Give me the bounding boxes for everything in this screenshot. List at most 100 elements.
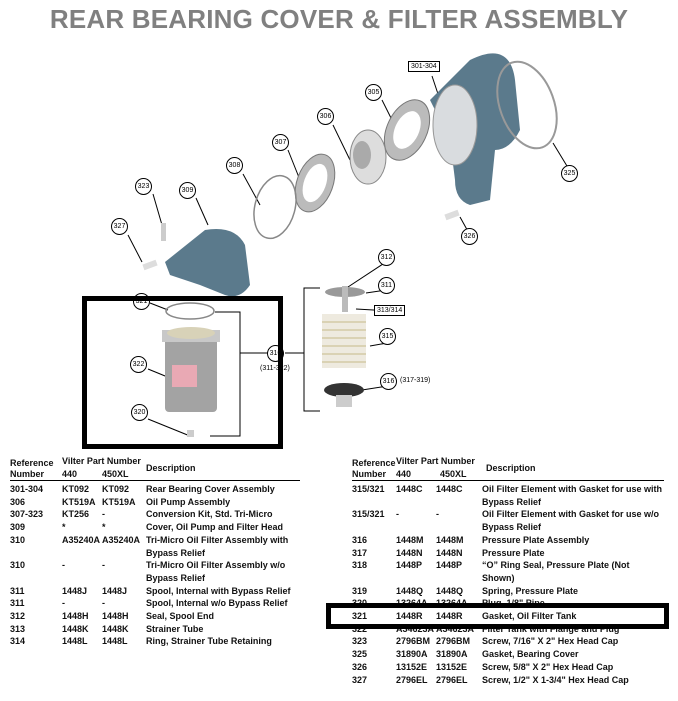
part-450xl-cell: 1448P bbox=[436, 560, 463, 571]
part-440-cell: KT092 bbox=[62, 484, 90, 494]
filter-head-309 bbox=[165, 229, 250, 297]
part-440-cell: - bbox=[62, 598, 65, 609]
table-row: 311--Spool, Internal w/o Bypass Relief bbox=[10, 597, 300, 610]
callout-311-322-range: (311-322) bbox=[260, 365, 290, 372]
part-450xl-cell: 13152E bbox=[436, 661, 468, 672]
header-vilter-part-number: Vilter Part Number bbox=[396, 456, 475, 466]
description-cell: Spool, Internal w/o Bypass Relief bbox=[146, 598, 288, 609]
callout-315: 315 bbox=[379, 328, 396, 345]
callout-308: 308 bbox=[226, 157, 243, 174]
header-440: 440 bbox=[396, 469, 412, 479]
part-450xl-cell: KT092 bbox=[102, 484, 130, 494]
part-440-cell: 1448H bbox=[62, 611, 89, 622]
ref-cell: 314 bbox=[10, 636, 26, 647]
o-ring-308 bbox=[253, 174, 297, 240]
description-cell: Oil Filter Element with Gasket for use w… bbox=[482, 509, 660, 533]
callout-309: 309 bbox=[179, 182, 196, 199]
table-row: 310--Tri-Micro Oil Filter Assembly w/o B… bbox=[10, 559, 300, 584]
ref-cell: 316 bbox=[352, 534, 368, 545]
part-450xl-cell: 2796EL bbox=[436, 674, 468, 685]
parts-table-left: Reference Number Vilter Part Number 440 … bbox=[10, 456, 300, 648]
parts-table-right: Reference Number Vilter Part Number 440 … bbox=[352, 456, 664, 686]
ref-cell: 327 bbox=[352, 674, 368, 685]
description-cell: Ring, Strainer Tube Retaining bbox=[146, 636, 272, 647]
highlight-box-filter-tank bbox=[82, 296, 283, 449]
page-title: REAR BEARING COVER & FILTER ASSEMBLY bbox=[49, 4, 629, 34]
part-440-cell: - bbox=[62, 560, 65, 571]
description-cell: Pressure Plate bbox=[482, 547, 545, 558]
ref-cell: 312 bbox=[10, 611, 26, 622]
part-450xl-cell: - bbox=[102, 509, 105, 520]
part-440-cell: 13152E bbox=[396, 661, 428, 672]
description-cell: Tri-Micro Oil Filter Assembly with Bypas… bbox=[146, 534, 289, 558]
description-cell: Spring, Pressure Plate bbox=[482, 585, 579, 596]
description-cell: Cover, Oil Pump and Filter Head bbox=[146, 522, 284, 533]
callout-325: 325 bbox=[561, 165, 578, 182]
ref-cell: 318 bbox=[352, 560, 368, 571]
part-450xl-cell: * bbox=[102, 522, 106, 533]
description-cell: Gasket, Oil Filter Tank bbox=[482, 611, 577, 622]
table-row: 309**Cover, Oil Pump and Filter Head bbox=[10, 521, 300, 534]
part-440-cell: 1448N bbox=[396, 547, 423, 558]
part-440-cell: 1448J bbox=[62, 585, 88, 596]
callout-327: 327 bbox=[111, 218, 128, 235]
filter-tank-322 bbox=[162, 327, 220, 437]
part-440-cell: 1448K bbox=[62, 623, 89, 634]
description-cell: Screw, 1/2" X 1-3/4" Hex Head Cap bbox=[482, 674, 629, 685]
header-description: Description bbox=[486, 463, 536, 473]
header-description: Description bbox=[146, 463, 196, 473]
callout-320: 320 bbox=[131, 404, 148, 421]
description-cell: Pressure Plate Assembly bbox=[482, 534, 590, 545]
highlight-box-row-322 bbox=[326, 603, 669, 629]
ref-cell: 306 bbox=[10, 496, 26, 507]
part-450xl-cell: 1448M bbox=[436, 534, 464, 545]
ref-cell: 321 bbox=[352, 611, 368, 622]
part-450xl-cell: 1448J bbox=[102, 585, 128, 596]
description-cell: Screw, 7/16" X 2" Hex Head Cap bbox=[482, 636, 619, 647]
callout-322: 322 bbox=[130, 356, 147, 373]
ref-cell: 301-304 bbox=[10, 484, 44, 494]
part-440-cell: 1448R bbox=[396, 611, 423, 622]
callout-317-319-range: (317-319) bbox=[400, 377, 431, 384]
header-vilter-part-number: Vilter Part Number bbox=[62, 456, 141, 466]
callout-306: 306 bbox=[317, 108, 334, 125]
description-cell: “O” Ring Seal, Pressure Plate (Not Shown… bbox=[482, 560, 630, 583]
ref-cell: 319 bbox=[352, 585, 368, 596]
header-440: 440 bbox=[62, 469, 78, 479]
ref-cell: 310 bbox=[10, 560, 26, 571]
header-reference: Reference bbox=[352, 458, 396, 468]
ref-cell: 317 bbox=[352, 547, 368, 558]
ref-cell: 310 bbox=[10, 534, 26, 545]
callout-305: 305 bbox=[365, 84, 382, 101]
header-450xl: 450XL bbox=[102, 469, 129, 479]
part-450xl-cell: 31890A bbox=[436, 649, 468, 660]
ref-cell: 311 bbox=[10, 598, 25, 609]
callout-311: 311 bbox=[378, 277, 395, 294]
part-440-cell: 1448C bbox=[396, 484, 423, 494]
callout-316: 316 bbox=[380, 373, 397, 390]
table-row: 315/321--Oil Filter Element with Gasket … bbox=[352, 508, 664, 533]
ref-cell: 309 bbox=[10, 522, 26, 533]
callout-312: 312 bbox=[378, 249, 395, 266]
table-header: Reference Number Vilter Part Number 440 … bbox=[352, 456, 664, 481]
header-number: Number bbox=[10, 469, 45, 479]
callout-307: 307 bbox=[272, 134, 289, 151]
description-cell: Conversion Kit, Std. Tri-Micro bbox=[146, 509, 273, 520]
callout-326: 326 bbox=[461, 228, 478, 245]
ref-cell: 325 bbox=[352, 649, 368, 660]
ref-cell: 326 bbox=[352, 661, 368, 672]
description-cell: Tri-Micro Oil Filter Assembly w/o Bypass… bbox=[146, 560, 286, 583]
description-cell: Seal, Spool End bbox=[146, 611, 215, 622]
ref-cell: 313 bbox=[10, 623, 26, 634]
ref-cell: 323 bbox=[352, 636, 368, 647]
